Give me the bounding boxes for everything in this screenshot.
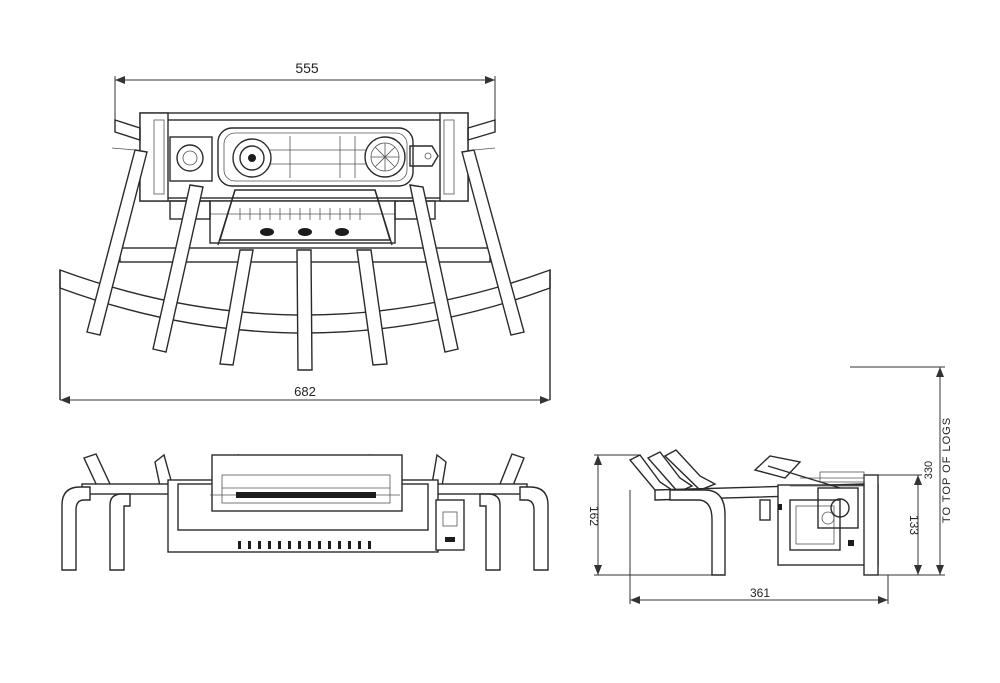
dimension-555: 555 — [114, 60, 496, 132]
dimension-682: 682 — [60, 384, 550, 404]
dimension-361: 361 — [629, 490, 889, 604]
top-view: 555 — [59, 60, 551, 404]
grate-bars — [86, 147, 525, 371]
top-of-logs-label: TO TOP OF LOGS — [941, 417, 953, 523]
side-view: 162 361 — [587, 366, 953, 604]
vent-slots — [238, 541, 371, 549]
dimension-330-label: 330 — [923, 461, 935, 479]
dimension-133: 133 — [878, 474, 922, 576]
front-view — [61, 453, 549, 571]
dimension-555-label: 555 — [295, 60, 319, 76]
dimension-361-label: 361 — [750, 586, 770, 600]
dimension-162-label: 162 — [587, 506, 601, 526]
dimension-133-label: 133 — [907, 515, 921, 535]
dimension-682-label: 682 — [294, 384, 316, 399]
dimension-162: 162 — [587, 454, 720, 576]
dimension-330: 330 TO TOP OF LOGS — [850, 366, 953, 576]
